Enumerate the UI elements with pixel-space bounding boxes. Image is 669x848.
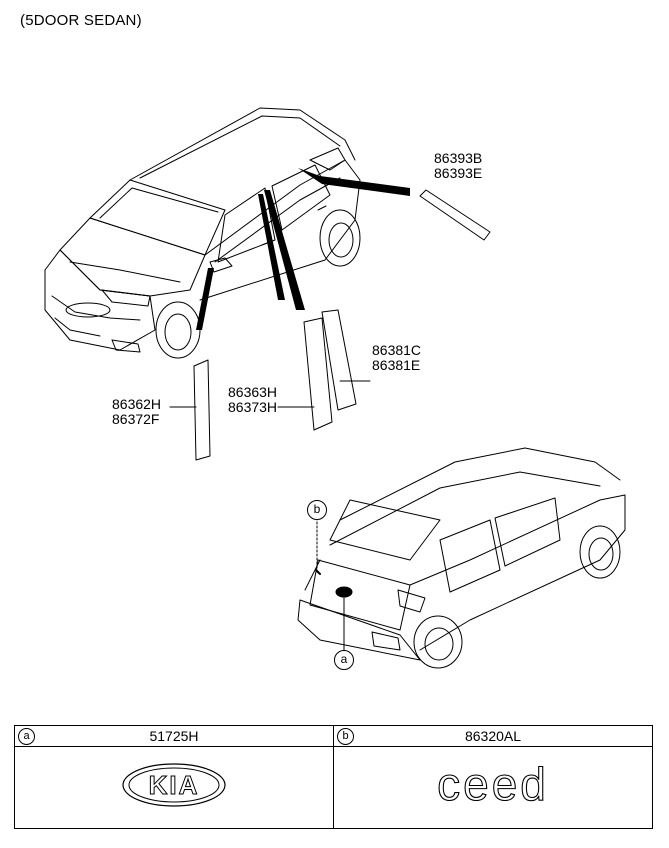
callout-a: a bbox=[334, 650, 354, 670]
table-marker-a: a bbox=[18, 728, 35, 745]
label-86372f: 86372F bbox=[112, 411, 160, 427]
label-86381c: 86381C bbox=[372, 342, 422, 358]
table-marker-b: b bbox=[337, 728, 354, 745]
part-number-b: 86320AL bbox=[464, 728, 522, 744]
label-86381e: 86381E bbox=[372, 357, 421, 373]
pillar-leader-swaths bbox=[196, 168, 410, 330]
part-86381-strip bbox=[321, 309, 357, 411]
rear-car-drawing bbox=[297, 447, 626, 669]
table-header-a: a 51725H bbox=[14, 725, 334, 747]
table-header-b: b 86320AL bbox=[333, 725, 653, 747]
label-86393b: 86393B bbox=[434, 150, 483, 166]
ceed-emblem-icon: ceed bbox=[437, 757, 549, 810]
kia-emblem-icon: KIA bbox=[122, 763, 226, 807]
part-86393-strip bbox=[419, 189, 491, 241]
table-header-row: a 51725H b 86320AL bbox=[14, 725, 653, 747]
kia-emblem-cell: KIA bbox=[14, 746, 334, 829]
parts-table: a 51725H b 86320AL KIA ceed bbox=[14, 725, 653, 829]
diagram-title: (5DOOR SEDAN) bbox=[20, 12, 142, 29]
label-86363h: 86363H bbox=[228, 384, 278, 400]
part-86363-strip bbox=[303, 317, 333, 431]
front-car-drawing bbox=[44, 107, 361, 359]
label-86393e: 86393E bbox=[434, 165, 483, 181]
part-number-a: 51725H bbox=[149, 728, 199, 744]
label-86362h: 86362H bbox=[112, 396, 162, 412]
part-86362-strip bbox=[193, 359, 211, 461]
table-emblem-row: KIA ceed bbox=[14, 746, 653, 829]
callout-b: b bbox=[307, 500, 327, 520]
ceed-emblem-text: ceed bbox=[437, 760, 549, 810]
ceed-emblem-cell: ceed bbox=[333, 746, 653, 829]
kia-emblem-text: KIA bbox=[149, 770, 200, 800]
label-86373h: 86373H bbox=[228, 399, 278, 415]
